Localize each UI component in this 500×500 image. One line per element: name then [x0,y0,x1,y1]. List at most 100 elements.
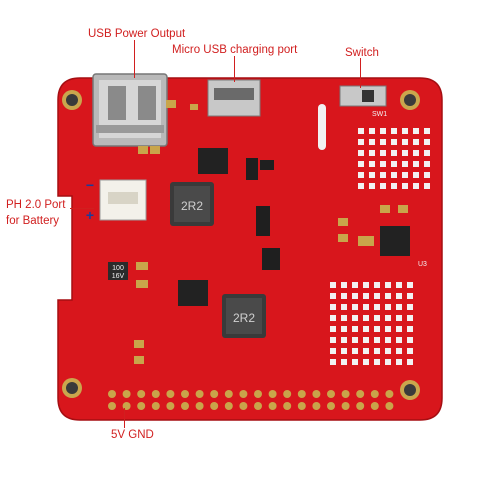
gpio-pad [181,402,189,410]
via-pad [363,282,369,288]
gpio-pad [224,390,233,398]
gpio-pad [297,390,306,398]
via-pad [407,348,413,354]
via-pad [424,150,430,156]
via-pad [341,304,347,310]
gpio-pad [327,390,335,398]
gpio-pad [341,402,350,410]
via-pad [358,128,364,134]
via-pad [363,359,369,365]
via-pad [396,326,402,332]
inductors: 2R2 2R2 [170,182,266,338]
gpio-pad [239,402,248,410]
via-pad [341,282,347,288]
via-pad [407,359,413,365]
gpio-pad [122,390,131,398]
gpio-pad [195,402,204,410]
via-pad [407,304,413,310]
via-pad [391,161,397,167]
via-pad [330,359,336,365]
gpio-pad [166,402,175,410]
gpio-pad [283,390,292,398]
gpio-pad [210,390,219,398]
via-pad [424,161,430,167]
gpio-pad [108,390,116,398]
via-pad [385,326,391,332]
gpio-pad [239,390,248,398]
via-pad [407,293,413,299]
cap-text-1: 100 [112,265,124,272]
via-pad [380,172,386,178]
gpio-pad [356,402,365,410]
via-pad [424,128,430,134]
gnd-leader [124,408,125,428]
prototyping-via-grid [330,128,430,365]
gpio-pad [370,390,379,398]
via-pad [330,293,336,299]
via-pad [413,183,419,189]
via-pad [369,128,375,134]
inductor-1-label: 2R2 [181,199,203,213]
via-pad [402,128,408,134]
via-pad [369,139,375,145]
gnd-label: 5V GND [111,429,154,441]
mounting-holes [62,90,420,400]
via-pad [352,293,358,299]
gpio-pad [297,402,306,410]
gpio-pad [166,390,175,398]
ph2-battery-connector [99,179,147,221]
via-pad [352,337,358,343]
gpio-pad [268,402,277,410]
via-pad [352,326,358,332]
via-pad [352,359,358,365]
via-pad [391,128,397,134]
via-pad [396,304,402,310]
via-pad [396,282,402,288]
via-pad [413,139,419,145]
gpio-pad [341,390,350,398]
via-pad [413,128,419,134]
via-pad [385,359,391,365]
via-pad [402,161,408,167]
via-pad [369,150,375,156]
via-pad [341,326,347,332]
via-pad [402,139,408,145]
via-pad [341,293,347,299]
via-pad [352,315,358,321]
via-pad [358,161,364,167]
via-pad [380,150,386,156]
via-pad [424,183,430,189]
via-pad [352,304,358,310]
micro-usb-label: Micro USB charging port [172,44,298,56]
via-pad [341,315,347,321]
gpio-pad [195,390,204,398]
gpio-pad [254,402,262,410]
via-pad [352,282,358,288]
gpio-pad [181,390,189,398]
gpio-pad [312,402,321,410]
via-pad [374,293,380,299]
via-pad [358,139,364,145]
via-pad [396,293,402,299]
gpio-pad [385,390,394,398]
usb-a-connector [92,73,168,147]
via-pad [363,348,369,354]
via-pad [396,337,402,343]
via-pad [374,359,380,365]
via-pad [380,139,386,145]
battery-plus-mark: + [86,207,94,223]
via-pad [380,128,386,134]
usb-output-label: USB Power Output [88,28,186,40]
via-pad [413,150,419,156]
u3-silk-label: U3 [418,261,427,268]
via-pad [363,337,369,343]
micro-usb-leader [234,56,235,82]
via-pad [341,337,347,343]
ph-port-label-line1: PH 2.0 Port [6,199,66,211]
via-pad [424,139,430,145]
gpio-pad [254,390,262,398]
via-pad [402,172,408,178]
via-pad [402,183,408,189]
gpio-pad [356,390,365,398]
